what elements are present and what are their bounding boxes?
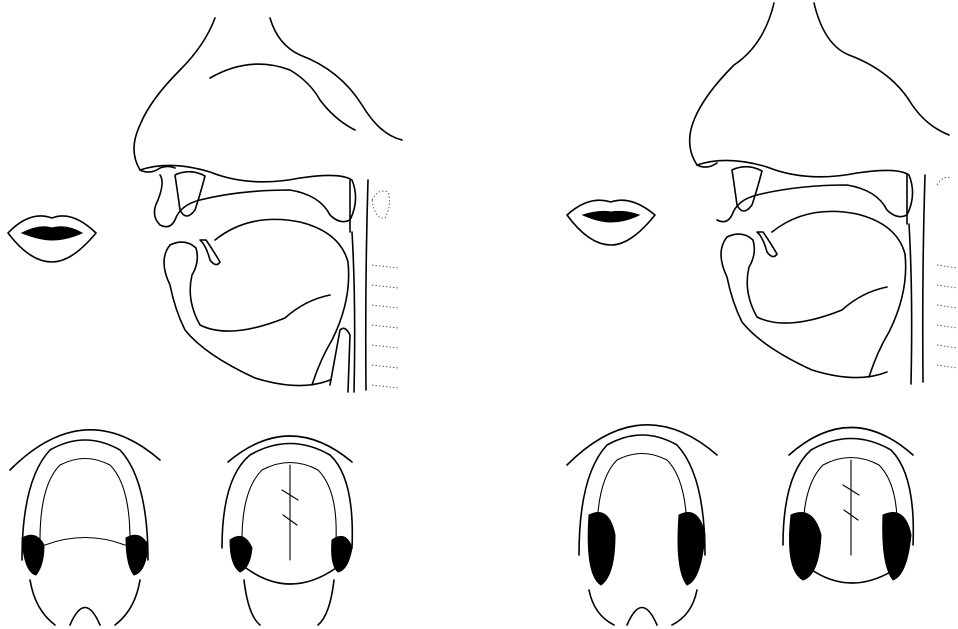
sagittal-section [134,18,402,392]
sagittal-section [690,3,957,384]
diagram-panel-right [479,0,958,629]
diagram-panel-left [0,0,479,629]
palate-contact-map-right-a [567,425,717,625]
lips-front-view [8,216,96,262]
lips-front-view [567,200,655,245]
palate-contact-map-left-b [222,436,352,625]
articulation-diagram-left [0,0,479,629]
palate-contact-map-left-a [10,430,160,625]
palate-contact-map-right-b [783,428,913,584]
articulation-diagram-right [479,0,958,629]
